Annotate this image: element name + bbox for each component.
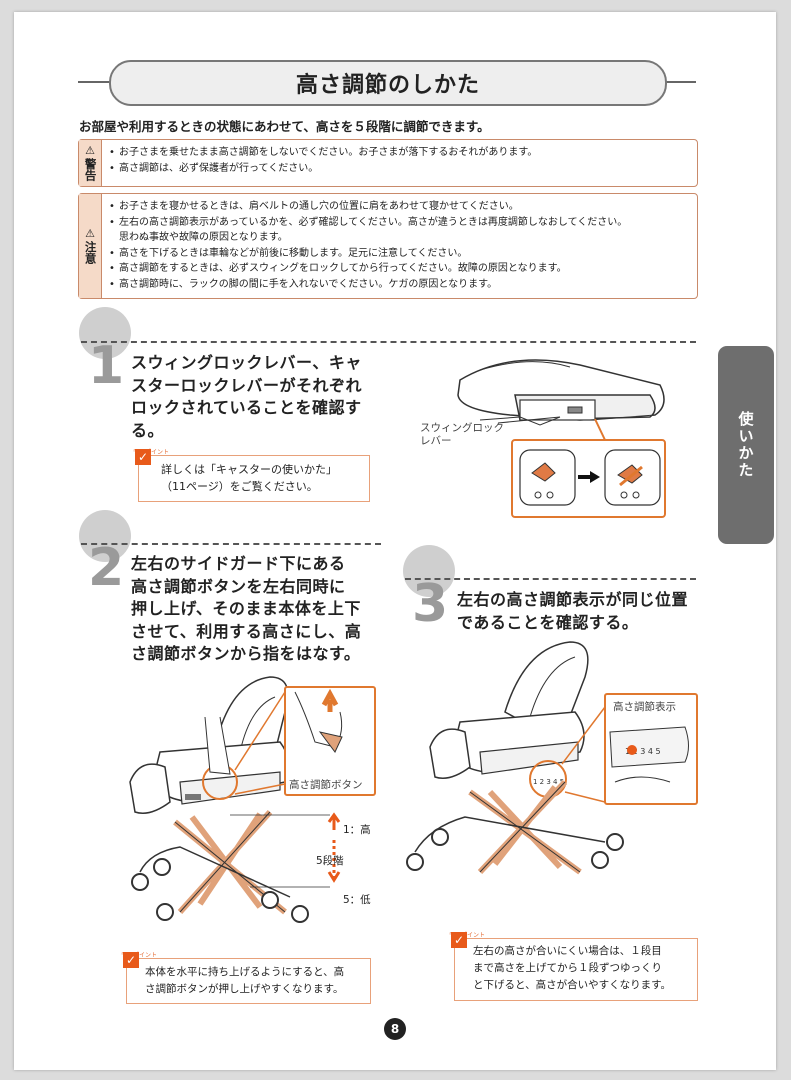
check-icon: ✓ <box>451 932 467 948</box>
step3-number: 3 <box>412 574 449 634</box>
warning-item: お子さまを乗せたまま高さ調節をしないでください。お子さまが落下するおそれがありま… <box>109 145 691 161</box>
step3-circle <box>403 545 455 597</box>
caution-item: 高さ調節時に、ラックの脚の間に手を入れないでください。ケガの原因となります。 <box>109 277 691 293</box>
caution-item: 高さを下げるときは車輪などが前後に移動します。足元に注意してください。 <box>109 246 691 262</box>
step3-divider <box>405 578 696 580</box>
height-indicator-caption: 高さ調節表示 <box>613 701 676 713</box>
step1-lever-caption: スウィングロックレバー <box>420 422 504 447</box>
warning-icon: ⚠ <box>85 143 95 157</box>
title-rule-left <box>78 81 112 83</box>
level-count-label: 5段階 <box>316 855 344 867</box>
section-tab-usage[interactable]: 使いかた <box>718 346 774 544</box>
caution-item: 高さ調節をするときは、必ずスウィングをロックしてから行ってください。故障の原因と… <box>109 261 691 277</box>
step2-text: 左右のサイドガード下にある高さ調節ボタンを左右同時に押し上げ、そのまま本体を上下… <box>131 554 362 663</box>
step1-circle <box>79 307 131 359</box>
svg-text:1 2 3 4 5: 1 2 3 4 5 <box>625 747 661 756</box>
caution-item: お子さまを寝かせるときは、肩ベルトの通し穴の位置に肩をあわせて寝かせてください。 <box>109 199 691 215</box>
step2-illustration <box>129 676 376 923</box>
check-icon: ✓ <box>123 952 139 968</box>
step3-illustration: 1 2 3 4 5 1 2 3 4 5 <box>406 641 698 875</box>
step1-tip: ワンポイント ✓ 詳しくは「キャスターの使いかた」（11ページ）をご覧ください。 <box>133 449 370 502</box>
step3-tip: ワンポイント ✓ 左右の高さが合いにくい場合は、１段目まで高さを上げてから１段ず… <box>449 932 698 1001</box>
warning-box: ⚠ 警告 お子さまを乗せたまま高さ調節をしないでください。お子さまが落下するおそ… <box>78 139 698 187</box>
caution-box: ⚠ 注意 お子さまを寝かせるときは、肩ベルトの通し穴の位置に肩をあわせて寝かせて… <box>78 193 698 299</box>
svg-text:1 2 3 4 5: 1 2 3 4 5 <box>533 778 564 786</box>
lead-text: お部屋や利用するときの状態にあわせて、高さを５段階に調節できます。 <box>79 119 490 134</box>
step1-number: 1 <box>88 336 125 396</box>
step3-text: 左右の高さ調節表示が同じ位置であることを確認する。 <box>457 590 689 632</box>
warning-item: 高さ調節は、必ず保護者が行ってください。 <box>109 161 691 177</box>
warning-label: ⚠ 警告 <box>79 140 102 186</box>
title-rule-right <box>660 81 696 83</box>
step2-number: 2 <box>88 538 125 598</box>
caution-label: ⚠ 注意 <box>79 194 102 298</box>
check-icon: ✓ <box>135 449 151 465</box>
step1-illustration <box>457 359 666 518</box>
step1-text: スウィングロックレバー、キャスターロックレバーがそれぞれロックされていることを確… <box>131 353 363 440</box>
step1-divider <box>81 341 696 343</box>
step2-divider <box>81 543 381 545</box>
manual-page <box>14 12 776 1070</box>
level-low-label: 5：低 <box>343 894 371 906</box>
caution-item: 左右の高さ調節表示があっているかを、必ず確認してください。高さが違うときは再度調… <box>109 215 691 231</box>
level-high-label: 1：高 <box>343 824 371 836</box>
caution-item-cont: 思わぬ事故や故障の原因となります。 <box>119 232 288 243</box>
height-button-caption: 高さ調節ボタン <box>289 779 363 791</box>
step2-tip: ワンポイント ✓ 本体を水平に持ち上げるようにすると、高さ調節ボタンが押し上げや… <box>121 952 371 1004</box>
page-number: 8 <box>384 1018 406 1040</box>
page-title: 高さ調節のしかた <box>109 60 667 106</box>
caution-icon: ⚠ <box>85 226 95 240</box>
step2-circle <box>79 510 131 562</box>
